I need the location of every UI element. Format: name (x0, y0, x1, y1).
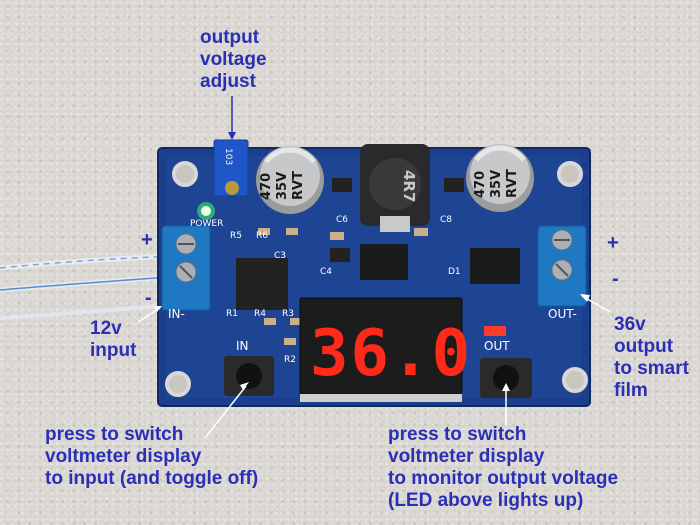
silk-out-minus: OUT- (548, 307, 577, 321)
silk-c3: C3 (274, 251, 286, 261)
terminal-output (537, 225, 587, 307)
silk-c8: C8 (440, 215, 452, 225)
silk-power: POWER (190, 219, 223, 229)
press-output-line-1: press to switch (388, 424, 527, 445)
press-input-line-3: to input (and toggle off) (45, 468, 259, 489)
cap-right-text-3: RVT (505, 169, 520, 198)
silk-c4: C4 (320, 267, 332, 277)
cap-right-text-2: 35V (489, 170, 504, 198)
cap-left-text-2: 35V (275, 172, 290, 200)
silk-r1: R1 (226, 309, 238, 319)
silk-out: OUT (484, 339, 510, 353)
adjust-line-3: adjust (200, 71, 256, 92)
cap-left-text-3: RVT (291, 171, 306, 200)
smd-components (236, 178, 520, 345)
adjust-line-1: output (200, 27, 260, 48)
label-plus-left: + (141, 229, 153, 251)
output-led (484, 326, 506, 336)
label-press-output: press to switch voltmeter display to mon… (388, 424, 618, 512)
inductor (360, 144, 430, 232)
label-plus-right: + (607, 232, 619, 254)
press-output-line-2: voltmeter display (388, 446, 545, 467)
button-output (480, 358, 532, 398)
cap-left-text-1: 470 (259, 173, 274, 200)
button-input (224, 356, 274, 396)
cap-right-text-1: 470 (473, 171, 488, 198)
inductor-text: 4R7 (400, 170, 418, 202)
silk-r4: R4 (254, 309, 266, 319)
input-wires (0, 253, 183, 320)
label-output-voltage-adjust: output voltage adjust (200, 27, 267, 93)
silk-c6: C6 (336, 215, 348, 225)
display-reading: 36.0 (310, 317, 472, 391)
pot-code-text: 103 (223, 148, 233, 165)
label-press-input: press to switch voltmeter display to inp… (45, 424, 258, 490)
output36-line-3: to smart (614, 358, 689, 379)
silk-r6: R6 (256, 231, 268, 241)
silk-r5: R5 (230, 231, 242, 241)
press-input-line-1: press to switch (45, 424, 184, 445)
silk-in: IN (236, 339, 249, 353)
silk-d1: D1 (448, 267, 461, 277)
silk-r3: R3 (282, 309, 294, 319)
adjust-line-2: voltage (200, 49, 267, 70)
capacitor-right (466, 144, 534, 212)
output36-line-1: 36v (614, 314, 646, 335)
press-input-line-2: voltmeter display (45, 446, 202, 467)
output36-line-4: film (614, 380, 648, 401)
output36-line-2: output (614, 336, 674, 357)
led-display (299, 297, 463, 402)
input12-line-1: 12v (90, 318, 122, 339)
power-led (201, 206, 211, 216)
press-output-line-4: (LED above lights up) (388, 490, 584, 511)
label-36v-output: 36v output to smart film (614, 314, 689, 402)
label-12v-input: 12v input (90, 318, 136, 362)
silk-in-minus: IN- (168, 307, 185, 321)
capacitor-left (256, 146, 324, 214)
label-minus-right: - (612, 268, 619, 290)
input12-line-2: input (90, 340, 137, 361)
label-minus-left: - (145, 287, 152, 309)
silk-r2: R2 (284, 355, 296, 365)
press-output-line-3: to monitor output voltage (388, 468, 619, 489)
terminal-input (161, 225, 211, 311)
annotation-arrows (137, 96, 611, 439)
potentiometer (213, 139, 249, 197)
